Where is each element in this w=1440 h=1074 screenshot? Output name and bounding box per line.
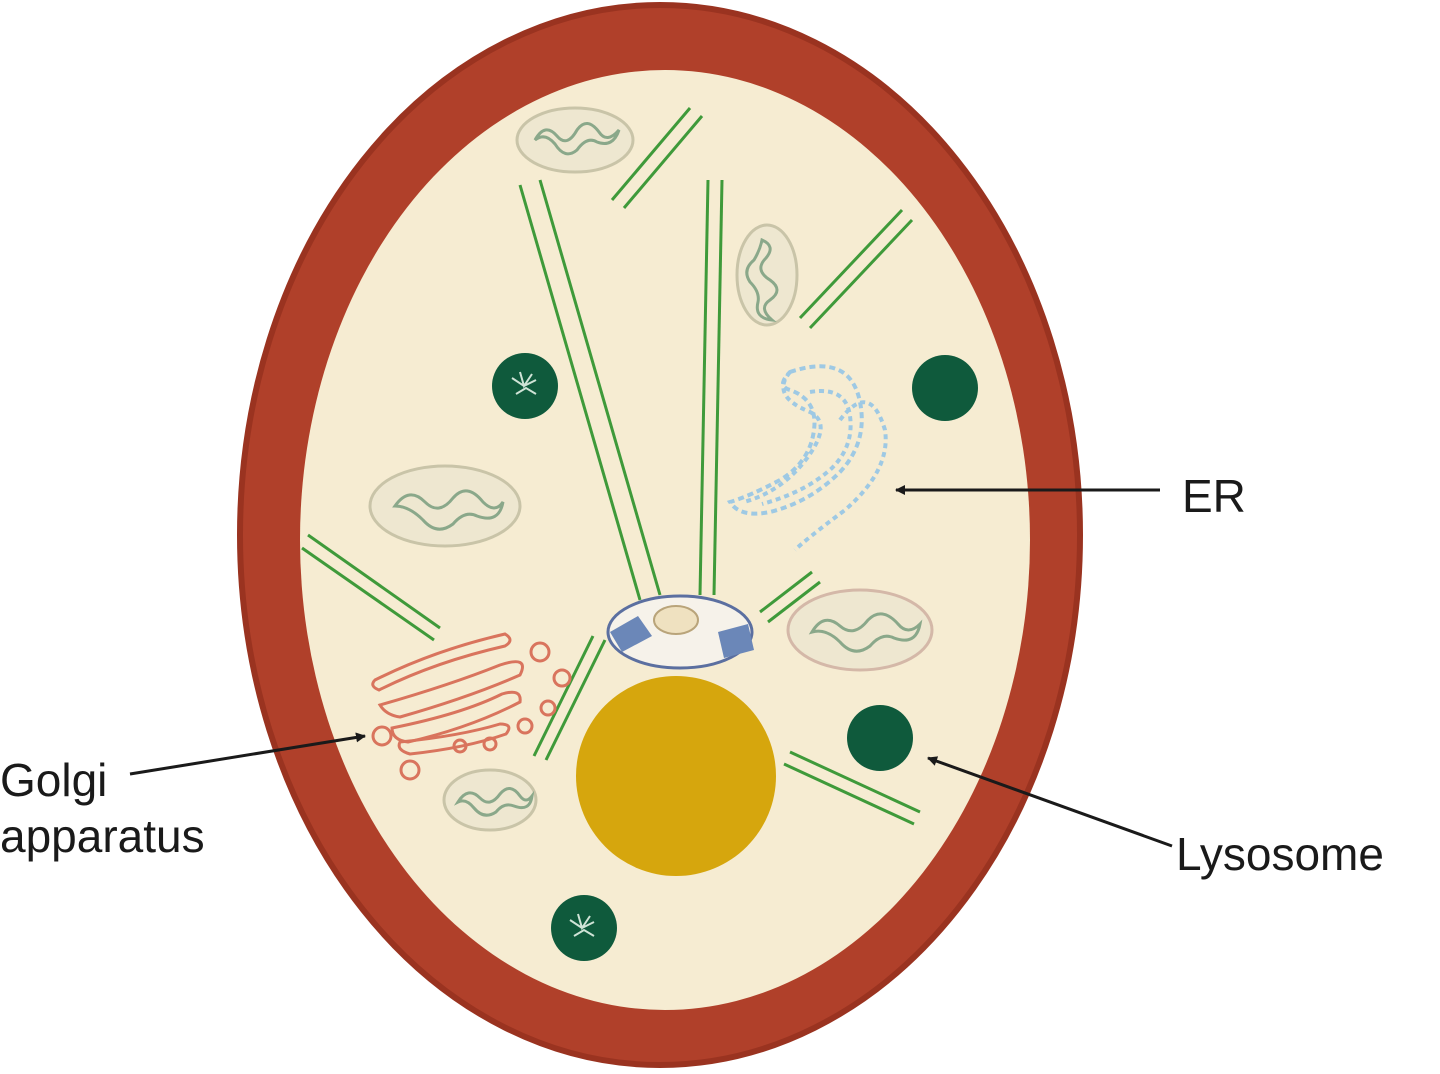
centrosome bbox=[606, 594, 754, 670]
golgi-label: Golgi apparatus bbox=[0, 752, 205, 864]
microtubules bbox=[301, 107, 921, 826]
golgi-label-line1: Golgi bbox=[0, 754, 108, 806]
lysosome-pointer bbox=[927, 756, 1173, 848]
mitochondria bbox=[368, 106, 934, 832]
lysosome-label-text: Lysosome bbox=[1176, 828, 1384, 880]
secretory-granule bbox=[576, 676, 776, 876]
golgi-label-line2: apparatus bbox=[0, 810, 205, 863]
lysosomes bbox=[492, 353, 978, 961]
pointer-lines bbox=[129, 485, 1173, 848]
golgi-apparatus bbox=[371, 632, 572, 781]
er-label-text: ER bbox=[1182, 470, 1246, 522]
lysosome-label: Lysosome bbox=[1176, 826, 1384, 882]
er-label: ER bbox=[1182, 468, 1246, 524]
golgi-pointer bbox=[129, 732, 366, 776]
endoplasmic-reticulum bbox=[726, 364, 888, 552]
